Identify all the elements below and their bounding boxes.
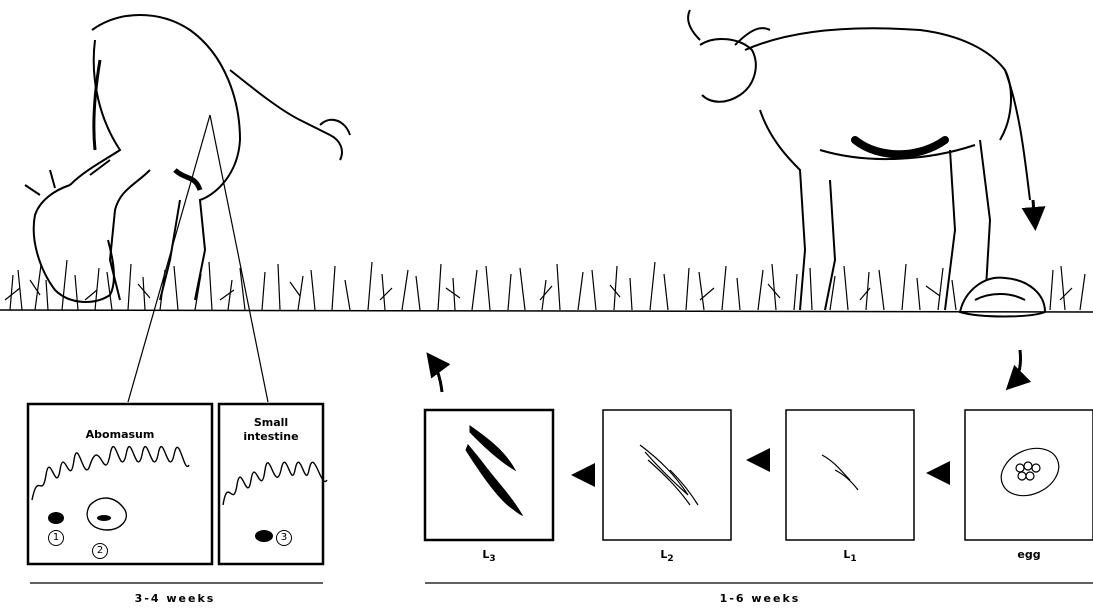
stage-label-l3: L3 (459, 548, 519, 564)
dung-pat (960, 278, 1045, 317)
site-number: 2 (92, 543, 108, 559)
stage-subscript: 2 (667, 554, 673, 564)
stage-panels (425, 410, 1093, 540)
small-intestine-label-line2: intestine (222, 430, 320, 444)
l1-larvae (822, 455, 858, 490)
stage-letter: egg (1017, 548, 1040, 561)
site-number: 1 (48, 530, 64, 546)
small-intestine-label-line1: Small (222, 416, 320, 430)
defecating-cattle (688, 10, 1030, 310)
l1-panel (786, 410, 914, 540)
worm-sites (48, 512, 273, 542)
external-duration-label: 1-6 weeks (660, 592, 860, 605)
mucosa-folds (32, 447, 327, 530)
stage-subscript: 3 (489, 554, 495, 564)
stage-label-egg: egg (999, 548, 1059, 564)
abomasum-label: Abomasum (60, 428, 180, 442)
egg-drawing (994, 439, 1067, 504)
stage-label-l2: L2 (637, 548, 697, 564)
stage-subscript: 1 (850, 554, 856, 564)
small-intestine-label: Small intestine (222, 416, 320, 444)
l3-larvae (466, 426, 522, 515)
cycle-arrows (430, 200, 1035, 475)
l2-larvae (640, 445, 698, 505)
site-number: 3 (276, 530, 292, 546)
stage-label-l1: L1 (820, 548, 880, 564)
host-duration-label: 3-4 weeks (100, 592, 250, 605)
host-pointer-lines (128, 115, 268, 402)
egg-panel (965, 410, 1093, 540)
grazing-cattle (25, 15, 350, 302)
